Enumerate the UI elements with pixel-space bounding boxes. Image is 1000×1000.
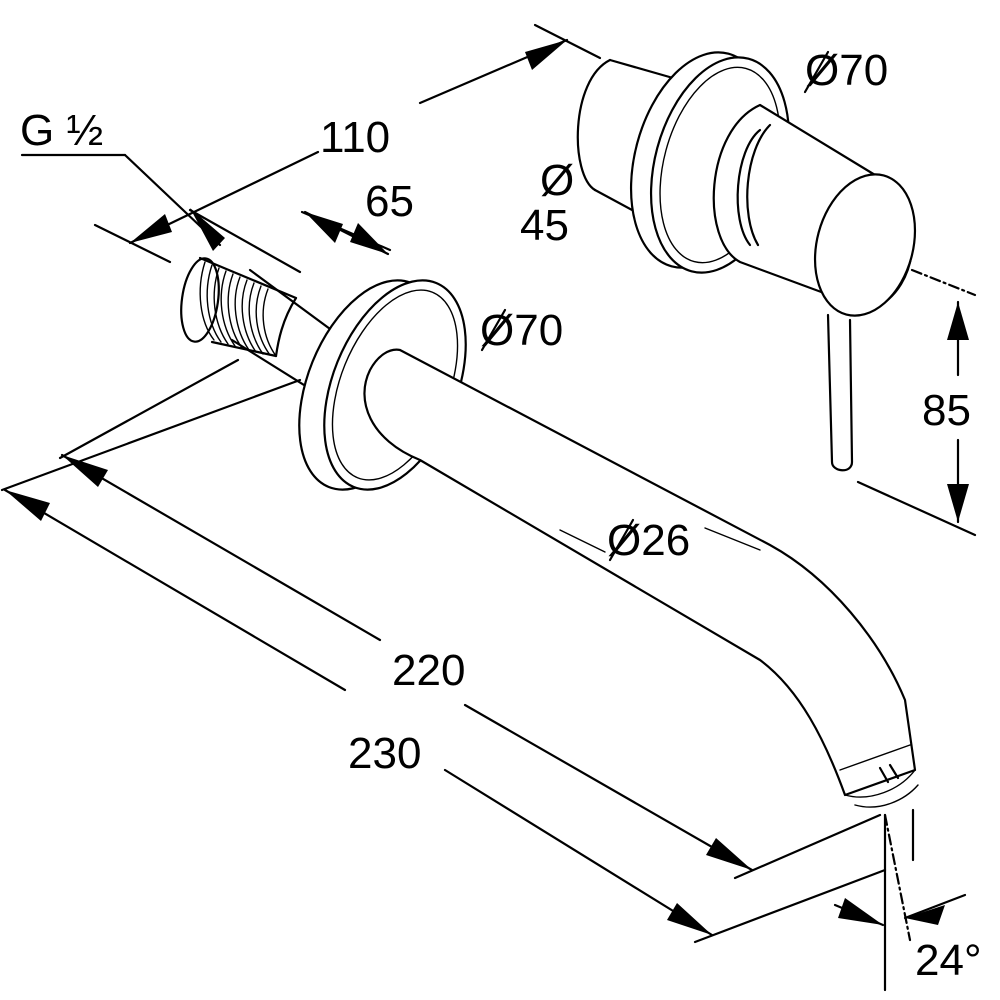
- dim-230-label: 230: [348, 729, 421, 778]
- dia-slash-70-mid: [480, 308, 507, 352]
- dim-220-label: 220: [392, 646, 465, 695]
- dim-110-label: 110: [320, 113, 390, 162]
- mixer-assembly: [576, 51, 917, 472]
- dia-slash-70-top: [803, 50, 830, 94]
- dim-85: [856, 268, 977, 537]
- dim-26-leader: [559, 527, 761, 553]
- dim-230: [0, 378, 887, 944]
- dia-26-label: Ø26: [607, 516, 690, 565]
- threaded-section: [180, 256, 298, 358]
- spout-body: [363, 348, 917, 797]
- spout-assembly: [180, 256, 919, 808]
- mixer-lever: [826, 313, 854, 472]
- dim-85-label: 85: [922, 386, 971, 435]
- thread-label: G ½: [20, 106, 103, 155]
- dia-45-label: 45: [520, 201, 569, 250]
- dia-slash-26: [608, 518, 635, 562]
- thread-callout: [20, 153, 222, 247]
- dia-70-mid-label: Ø70: [480, 306, 563, 355]
- dia-70-top-label: Ø70: [805, 46, 888, 95]
- dim-24-angle: [833, 808, 967, 992]
- dim-65: [188, 208, 392, 274]
- spout-tube: [363, 348, 919, 808]
- dim-65-label: 65: [365, 177, 414, 226]
- dim-110: [93, 23, 602, 264]
- angle-24-label: 24°: [915, 936, 982, 985]
- mixer-handle-face: [813, 173, 917, 317]
- dia-45-symbol: Ø: [540, 156, 574, 205]
